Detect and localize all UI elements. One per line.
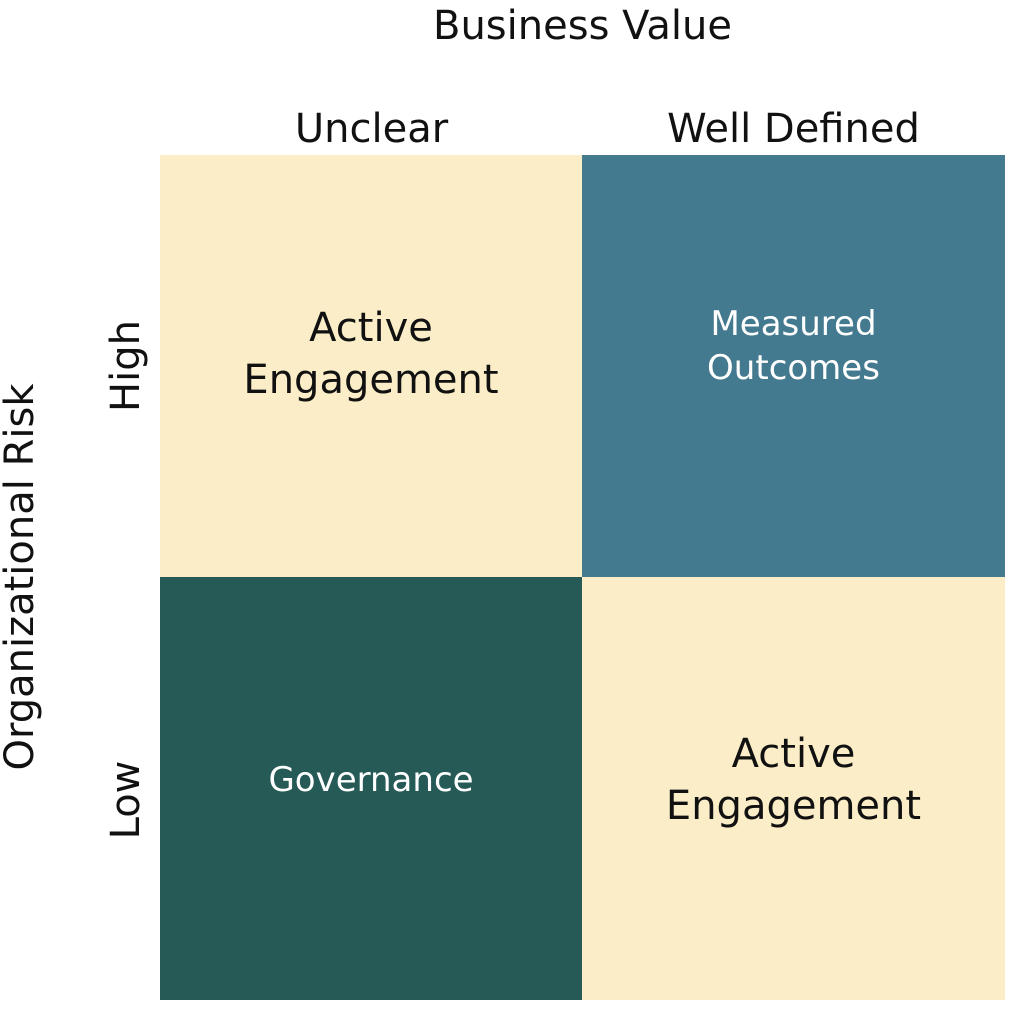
quadrant-high-well-defined: Measured Outcomes <box>582 155 1005 577</box>
column-label-well-defined: Well Defined <box>667 106 920 152</box>
quadrant-label: Measured Outcomes <box>707 304 880 388</box>
x-axis-title: Business Value <box>433 3 732 49</box>
quadrant-high-unclear: Active Engagement <box>160 155 582 577</box>
y-axis-title: Organizational Risk <box>0 383 43 771</box>
quadrant-low-well-defined: Active Engagement <box>582 577 1005 1000</box>
quadrant-label: Active Engagement <box>243 305 499 403</box>
quadrant-label: Active Engagement <box>665 730 922 829</box>
row-label-low: Low <box>103 760 149 840</box>
quadrant-grid: Active Engagement Measured Outcomes Gove… <box>160 155 1005 1000</box>
quadrant-low-unclear: Governance <box>160 577 582 1000</box>
column-label-unclear: Unclear <box>294 106 449 152</box>
row-label-high: High <box>103 320 149 412</box>
quadrant-label: Governance <box>268 759 474 800</box>
